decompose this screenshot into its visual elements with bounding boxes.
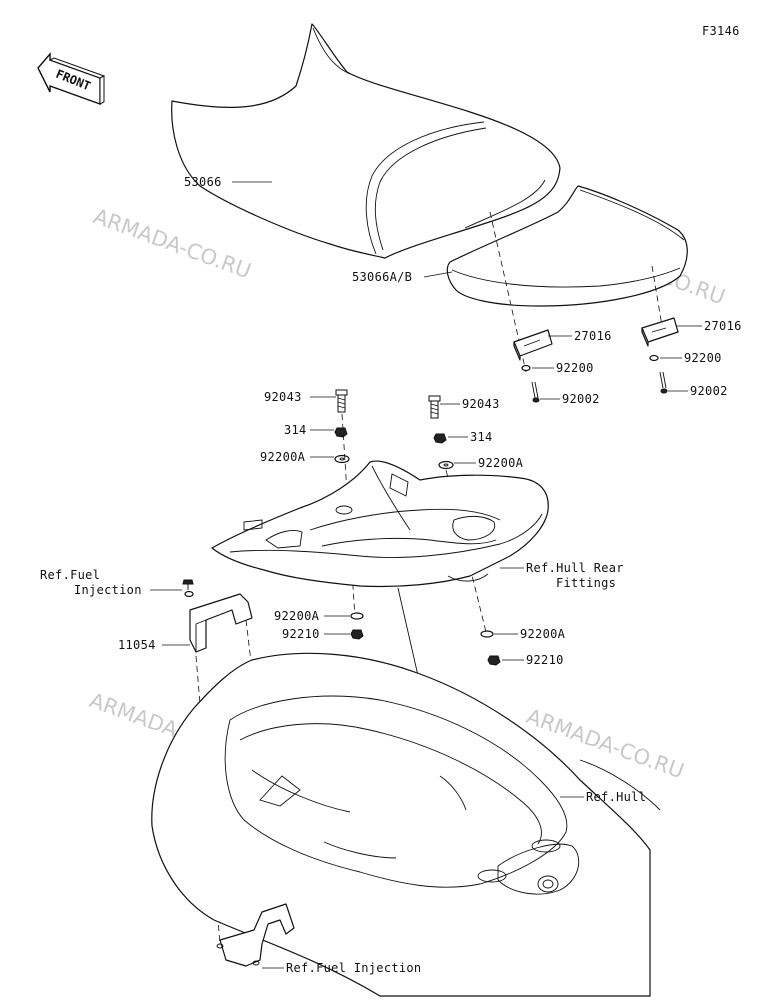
label-92043-left: 92043 xyxy=(264,390,302,404)
washer-92200a-lower-right xyxy=(480,630,494,638)
label-hull-rear-fittings-2: Fittings xyxy=(556,576,616,590)
label-fuel-injection-top-2: Injection xyxy=(74,583,142,597)
bolt-92002-left xyxy=(531,381,540,403)
watermark-1: ARMADA-CO.RU xyxy=(90,204,254,283)
washer-92200a-upper-right xyxy=(438,460,454,470)
front-seat xyxy=(171,23,561,259)
hull-rear-fittings xyxy=(211,460,549,588)
nut-92210-lower-left xyxy=(350,629,364,640)
label-hull: Ref.Hull xyxy=(586,790,646,804)
label-92200a-upper-right: 92200A xyxy=(478,456,524,470)
guide-line-seat-right xyxy=(651,265,663,327)
bolt-92002-right xyxy=(659,371,668,394)
bracket-27016-left xyxy=(513,329,553,361)
label-92200a-upper-left: 92200A xyxy=(260,450,306,464)
rear-seat xyxy=(446,185,688,307)
guide-line-seat-left xyxy=(489,211,527,373)
washer-92200-left xyxy=(521,364,531,372)
label-314-right: 314 xyxy=(470,430,493,444)
front-arrow-icon: FRONT xyxy=(37,52,106,105)
label-27016-right: 27016 xyxy=(704,319,742,333)
bolt-92043-right xyxy=(428,395,441,419)
fuel-injection-screw-top xyxy=(182,579,194,598)
label-fuel-injection-bottom: Ref.Fuel Injection xyxy=(286,961,421,975)
figure-code: F3146 xyxy=(702,24,740,38)
label-92200a-lower-right: 92200A xyxy=(520,627,566,641)
label-92043-right: 92043 xyxy=(462,397,500,411)
label-92002-left: 92002 xyxy=(562,392,600,406)
label-92200-left: 92200 xyxy=(556,361,594,375)
label-fuel-injection-top-1: Ref.Fuel xyxy=(40,568,100,582)
nut-92210-lower-right xyxy=(487,655,501,666)
label-92002-right: 92002 xyxy=(690,384,728,398)
washer-92200a-lower-left xyxy=(350,612,364,620)
label-92210-lower-right: 92210 xyxy=(526,653,564,667)
label-53066: 53066 xyxy=(184,175,222,189)
label-11054: 11054 xyxy=(118,638,156,652)
label-hull-rear-fittings-1: Ref.Hull Rear xyxy=(526,561,624,575)
nut-314-left xyxy=(334,427,348,438)
bolt-92043-left xyxy=(335,389,348,413)
leader-lines xyxy=(150,181,702,969)
label-92200-right: 92200 xyxy=(684,351,722,365)
label-92210-lower-left: 92210 xyxy=(282,627,320,641)
washer-92200-right xyxy=(649,354,659,362)
label-92200a-lower-left: 92200A xyxy=(274,609,320,623)
bracket-11054 xyxy=(189,593,253,653)
label-27016-left: 27016 xyxy=(574,329,612,343)
fuel-injection-bracket-bottom xyxy=(216,903,295,967)
bracket-27016-right xyxy=(641,317,679,347)
washer-92200a-upper-left xyxy=(334,454,350,464)
label-314-left: 314 xyxy=(284,423,307,437)
nut-314-right xyxy=(433,433,447,444)
part-labels: 53066 53066A/B 27016 27016 92200 92200 9… xyxy=(40,175,742,975)
label-53066ab: 53066A/B xyxy=(352,270,412,284)
